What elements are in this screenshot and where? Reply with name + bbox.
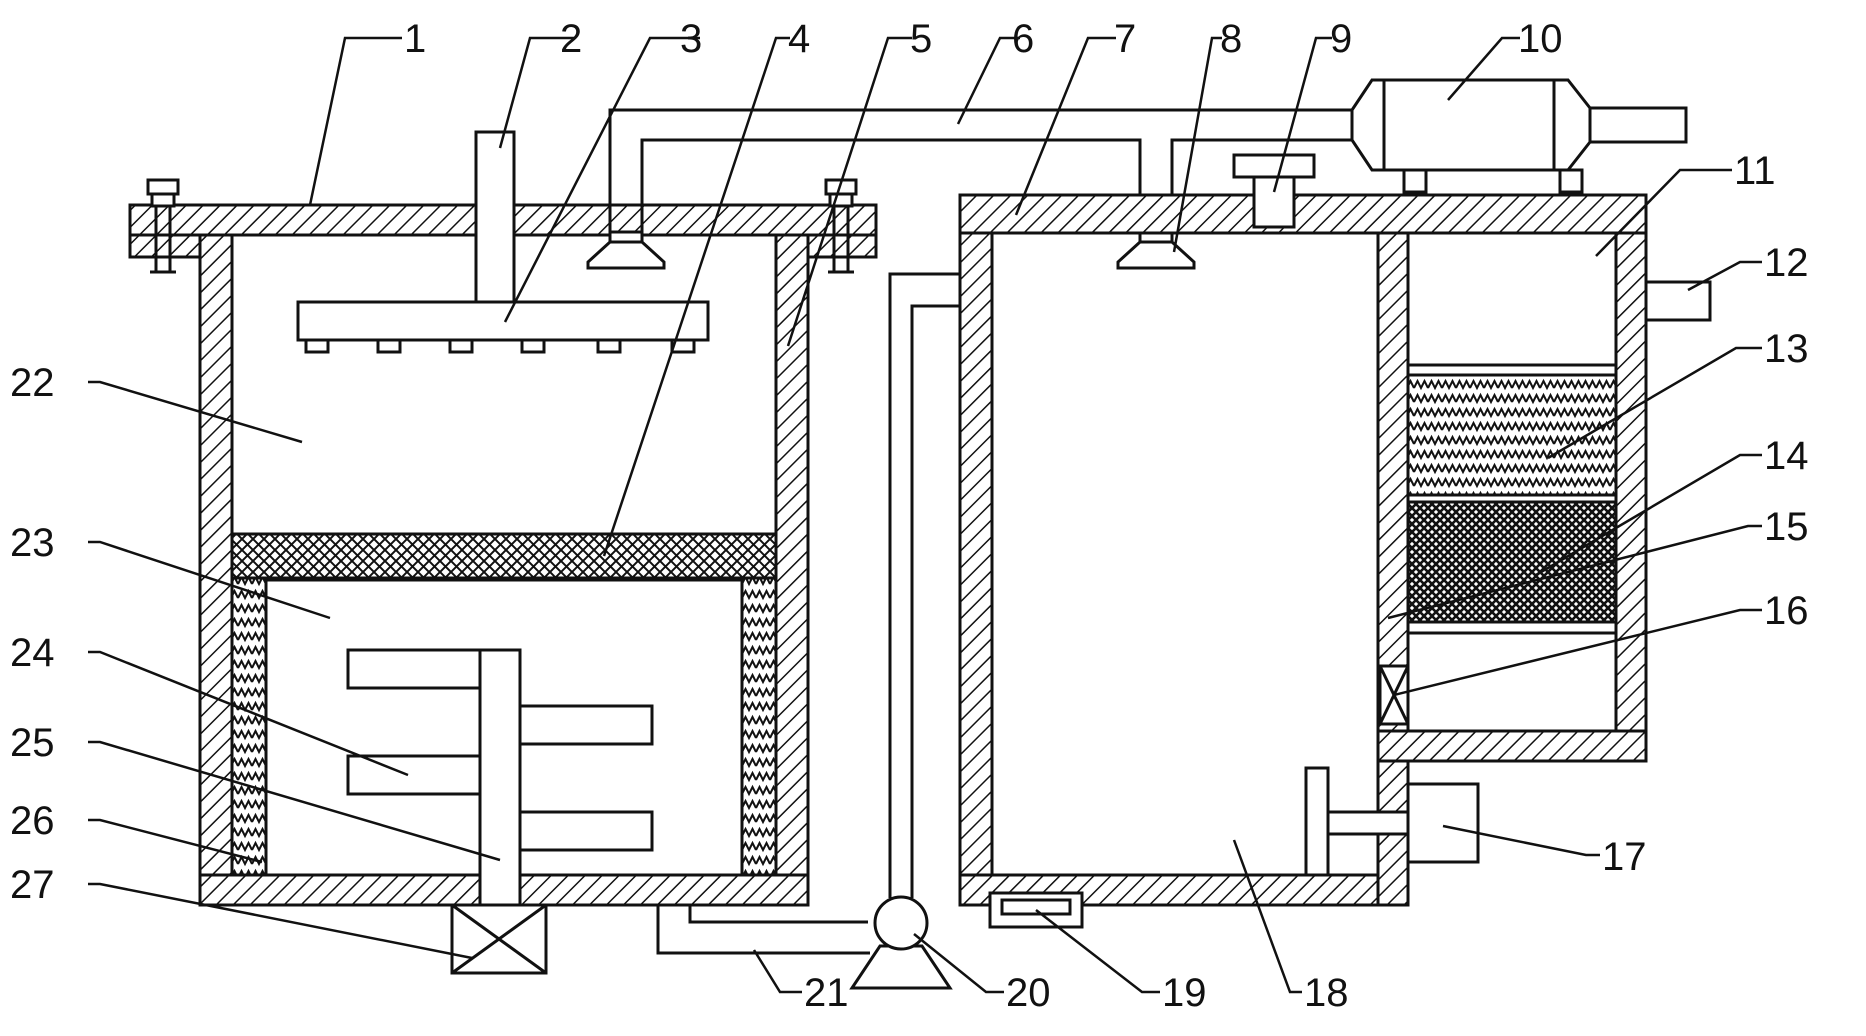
agitator-shaft [478,648,522,912]
label-10: 10 [1518,17,1563,61]
label-27: 27 [10,863,55,907]
label-1: 1 [404,17,426,61]
fibre-filter-layer [1406,373,1618,497]
bottom-motor-box [450,903,548,975]
label-16: 16 [1764,589,1809,633]
label-3: 3 [680,17,702,61]
label-4: 4 [788,17,810,61]
label-24: 24 [10,631,55,675]
label-13: 13 [1764,327,1809,371]
left-bolt [146,178,180,274]
side-chamber-bottom [1376,729,1648,763]
heater-element [1000,898,1072,916]
label-5: 5 [910,17,932,61]
label-18: 18 [1304,971,1349,1015]
circulation-pump [849,895,953,990]
leader-lines [88,36,1762,994]
filter-layer [230,532,778,580]
inlet-pipe [474,130,516,304]
right-tank [958,153,1712,929]
left-wall [198,233,234,907]
label-12: 12 [1764,241,1809,285]
label-23: 23 [10,521,55,565]
left-tank [128,130,878,975]
partition-wall [1376,231,1410,817]
top-port [1252,173,1296,229]
inner-insulation-left [230,576,268,877]
side-chamber-outer-wall [1614,231,1648,733]
label-21: 21 [804,971,849,1015]
label-6: 6 [1012,17,1034,61]
label-19: 19 [1162,971,1207,1015]
label-20: 20 [1006,971,1051,1015]
inner-insulation-right [740,576,778,877]
label-7: 7 [1114,17,1136,61]
exhaust-fan [1350,78,1688,194]
label-9: 9 [1330,17,1352,61]
right-tank-left-wall [958,231,994,907]
right-flange [804,233,878,259]
label-25: 25 [10,721,55,765]
spray-header [296,300,710,342]
collection-box [1406,782,1480,864]
label-8: 8 [1220,17,1242,61]
carbon-filter-layer [1406,500,1618,624]
top-port-cap [1232,153,1316,179]
callout-labels: 1 2 3 4 5 6 7 8 9 10 11 12 13 14 15 16 1… [10,17,1809,1015]
agitator-blades [346,648,654,852]
label-22: 22 [10,361,55,405]
spray-nozzles [304,338,696,354]
overflow-riser [1304,766,1330,877]
label-14: 14 [1764,434,1809,478]
side-outlet [1644,280,1712,322]
label-15: 15 [1764,505,1809,549]
gas-pipe [586,108,1352,270]
label-17: 17 [1602,835,1647,879]
left-flange [128,233,204,259]
label-26: 26 [10,799,55,843]
pump-line [656,272,960,955]
overflow-pipe [1326,810,1410,836]
right-tank-top [958,193,1648,235]
label-11: 11 [1734,149,1776,193]
label-2: 2 [560,17,582,61]
